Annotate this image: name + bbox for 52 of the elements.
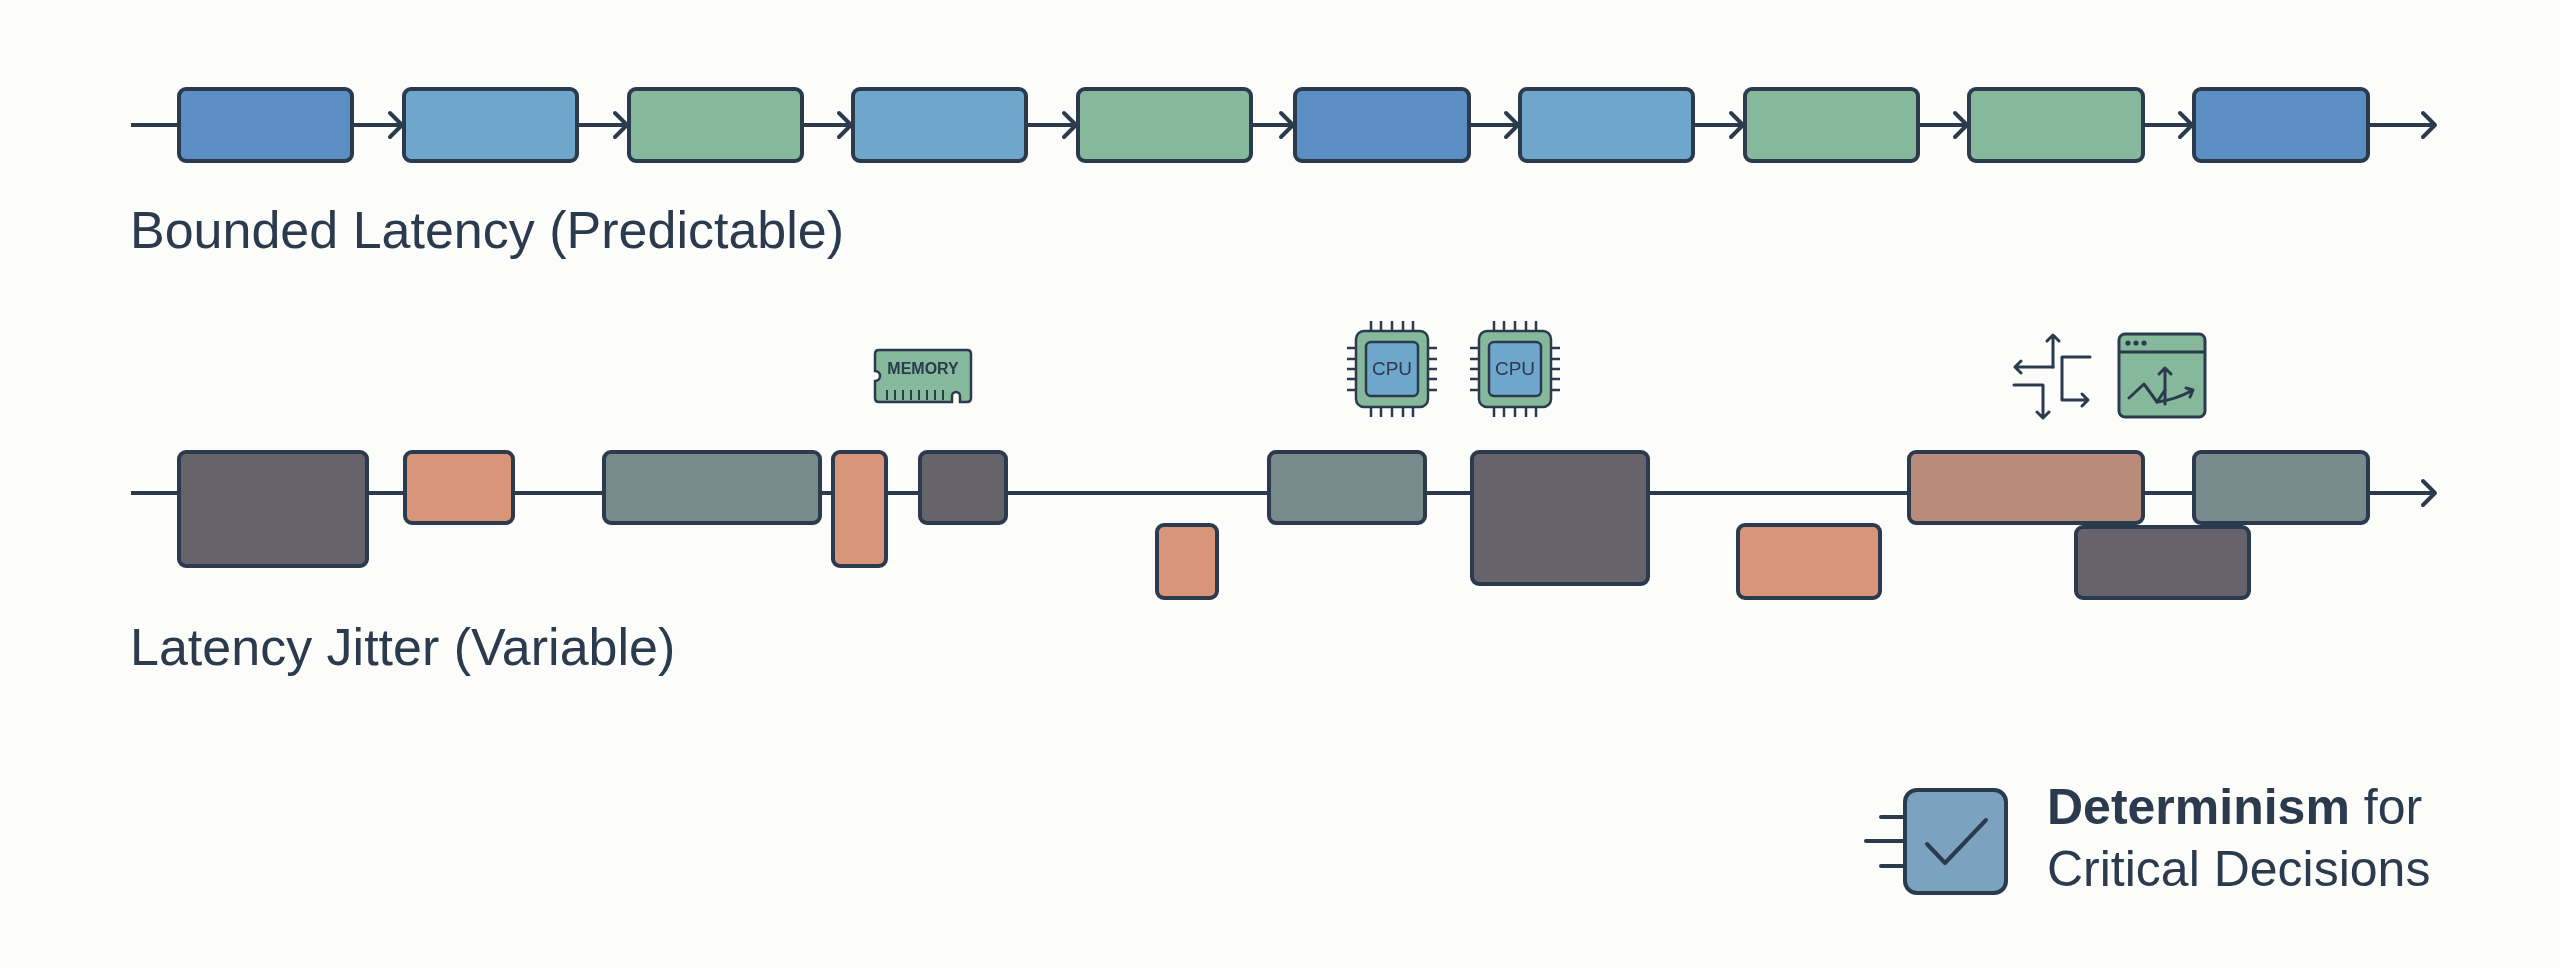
connector-line [369, 491, 403, 495]
latency-block [1267, 450, 1427, 525]
arrow [2370, 479, 2437, 507]
arrow [804, 111, 853, 139]
arrow [579, 111, 629, 139]
latency-block [918, 450, 1008, 525]
arrow [1253, 111, 1295, 139]
arrow [2145, 111, 2194, 139]
latency-block [851, 87, 1028, 163]
arrow [1471, 111, 1520, 139]
latency-block [1470, 450, 1650, 586]
latency-block [402, 87, 579, 163]
connector-line [1427, 491, 1470, 495]
latency-block [1743, 87, 1920, 163]
latency-block [177, 87, 354, 163]
arrow [1028, 111, 1078, 139]
latency-block [1518, 87, 1695, 163]
arrow [1695, 111, 1745, 139]
latency-block [2192, 450, 2370, 525]
cpu-chip [1470, 321, 1560, 417]
arrow [2370, 111, 2437, 139]
connector-line [2145, 491, 2192, 495]
latency-block [1076, 87, 1253, 163]
latency-block [1293, 87, 1471, 163]
latency-block [831, 450, 888, 568]
chip-label: CPU [1371, 358, 1413, 380]
arrow [1920, 111, 1969, 139]
latency-block [2074, 525, 2251, 600]
connector-line [822, 491, 831, 495]
summary-note: Determinism for Critical Decisions [2047, 778, 2432, 899]
latency-block [1907, 450, 2145, 525]
connector-line [888, 491, 918, 495]
section-heading: Latency Jitter (Variable) [130, 617, 676, 678]
latency-block [1967, 87, 2145, 163]
arrow [354, 111, 404, 139]
connector-line [515, 491, 602, 495]
latency-block [1155, 523, 1219, 600]
latency-block [177, 450, 369, 568]
connector-line [1008, 491, 1267, 495]
chip-label: MEMORY [887, 360, 959, 379]
connector-line [131, 491, 177, 495]
connector-line [1650, 491, 1907, 495]
latency-block [2192, 87, 2370, 163]
latency-block [1736, 523, 1882, 600]
latency-block [627, 87, 804, 163]
chip-label: CPU [1494, 358, 1536, 380]
latency-block [602, 450, 822, 525]
memory-chip [873, 348, 973, 404]
cpu-chip [1347, 321, 1437, 417]
latency-block [403, 450, 515, 525]
connector-line [131, 123, 177, 127]
section-heading: Bounded Latency (Predictable) [130, 200, 844, 261]
